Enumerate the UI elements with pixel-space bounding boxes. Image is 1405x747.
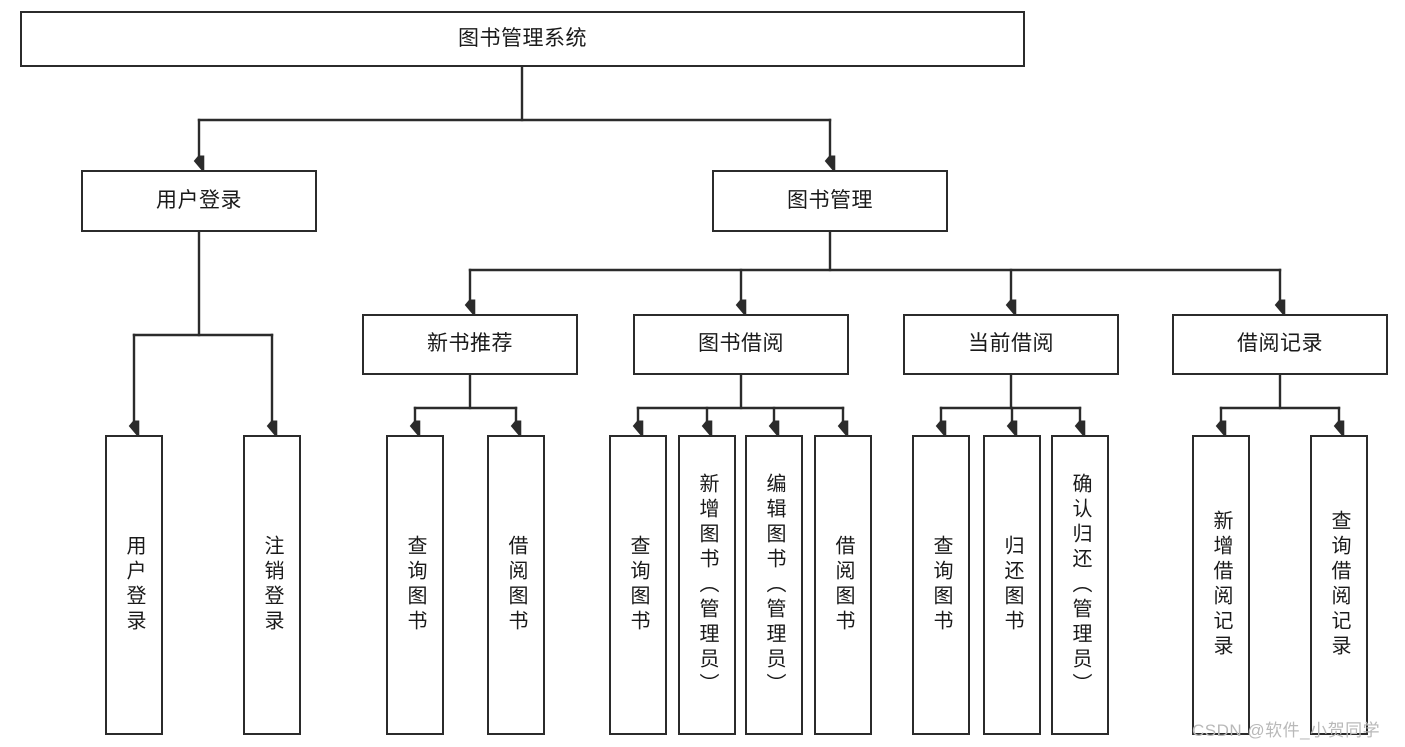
node-label: 新增图书（管理员） bbox=[696, 472, 718, 698]
node-label: 注销登录 bbox=[261, 535, 283, 635]
node-label: 借阅记录 bbox=[1237, 332, 1323, 356]
node-label: 查询图书 bbox=[404, 535, 426, 635]
node-new-book-rec[interactable]: 新书推荐 bbox=[362, 314, 578, 375]
node-label: 新增借阅记录 bbox=[1210, 510, 1232, 660]
node-label: 查询图书 bbox=[627, 535, 649, 635]
node-leaf-query-book-3[interactable]: 查询图书 bbox=[912, 435, 970, 735]
node-leaf-return-book[interactable]: 归还图书 bbox=[983, 435, 1041, 735]
node-label: 编辑图书（管理员） bbox=[763, 472, 785, 698]
node-book-manage[interactable]: 图书管理 bbox=[712, 170, 948, 232]
node-root-图书管理系统[interactable]: 图书管理系统 bbox=[20, 11, 1025, 67]
node-leaf-query-book-1[interactable]: 查询图书 bbox=[386, 435, 444, 735]
node-label: 查询借阅记录 bbox=[1328, 510, 1350, 660]
node-label: 查询图书 bbox=[930, 535, 952, 635]
node-label: 用户登录 bbox=[123, 535, 145, 635]
node-label: 归还图书 bbox=[1001, 535, 1023, 635]
node-label: 新书推荐 bbox=[427, 332, 513, 356]
node-book-borrow[interactable]: 图书借阅 bbox=[633, 314, 849, 375]
node-label: 确认归还（管理员） bbox=[1069, 472, 1091, 698]
node-label: 图书管理 bbox=[787, 188, 873, 212]
node-leaf-query-record[interactable]: 查询借阅记录 bbox=[1310, 435, 1368, 735]
node-label: 借阅图书 bbox=[505, 535, 527, 635]
node-leaf-borrow-book-1[interactable]: 借阅图书 bbox=[487, 435, 545, 735]
node-leaf-edit-book[interactable]: 编辑图书（管理员） bbox=[745, 435, 803, 735]
node-current-borrow[interactable]: 当前借阅 bbox=[903, 314, 1119, 375]
node-leaf-borrow-book-2[interactable]: 借阅图书 bbox=[814, 435, 872, 735]
node-label: 借阅图书 bbox=[832, 535, 854, 635]
node-label: 用户登录 bbox=[156, 188, 242, 212]
node-leaf-user-login[interactable]: 用户登录 bbox=[105, 435, 163, 735]
node-borrow-record[interactable]: 借阅记录 bbox=[1172, 314, 1388, 375]
node-user-login[interactable]: 用户登录 bbox=[81, 170, 317, 232]
node-label: 图书管理系统 bbox=[458, 26, 587, 50]
node-leaf-add-record[interactable]: 新增借阅记录 bbox=[1192, 435, 1250, 735]
node-leaf-query-book-2[interactable]: 查询图书 bbox=[609, 435, 667, 735]
node-leaf-add-book[interactable]: 新增图书（管理员） bbox=[678, 435, 736, 735]
node-leaf-confirm-return[interactable]: 确认归还（管理员） bbox=[1051, 435, 1109, 735]
node-label: 当前借阅 bbox=[968, 332, 1054, 356]
node-leaf-logout[interactable]: 注销登录 bbox=[243, 435, 301, 735]
csdn-watermark: CSDN @软件_小贺同学 bbox=[1192, 721, 1381, 740]
node-label: 图书借阅 bbox=[698, 332, 784, 356]
